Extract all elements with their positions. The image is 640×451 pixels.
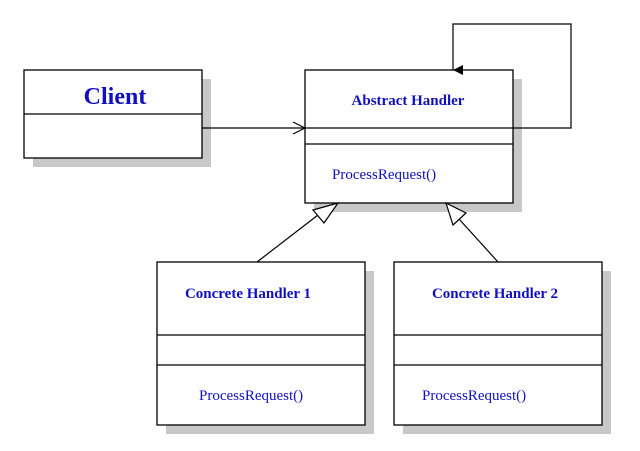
class-concrete-handler-2-method: ProcessRequest()	[422, 388, 526, 404]
class-abstract-handler-name: Abstract Handler	[352, 93, 465, 109]
class-abstract-handler-method: ProcessRequest()	[332, 167, 436, 183]
class-concrete-handler-2: Concrete Handler 2 ProcessRequest()	[393, 261, 603, 426]
successor-loop-arrow	[452, 23, 572, 129]
generalization-arrow-handler-2	[444, 201, 499, 263]
generalization-arrow-handler-1	[256, 201, 340, 263]
class-client: Client	[23, 69, 203, 159]
class-abstract-handler: Abstract Handler ProcessRequest()	[304, 69, 514, 204]
class-concrete-handler-2-name: Concrete Handler 2	[432, 286, 558, 302]
class-concrete-handler-1: Concrete Handler 1 ProcessRequest()	[156, 261, 366, 426]
class-concrete-handler-1-name: Concrete Handler 1	[185, 286, 311, 302]
class-concrete-handler-1-method: ProcessRequest()	[199, 388, 303, 404]
class-client-name: Client	[84, 84, 147, 110]
